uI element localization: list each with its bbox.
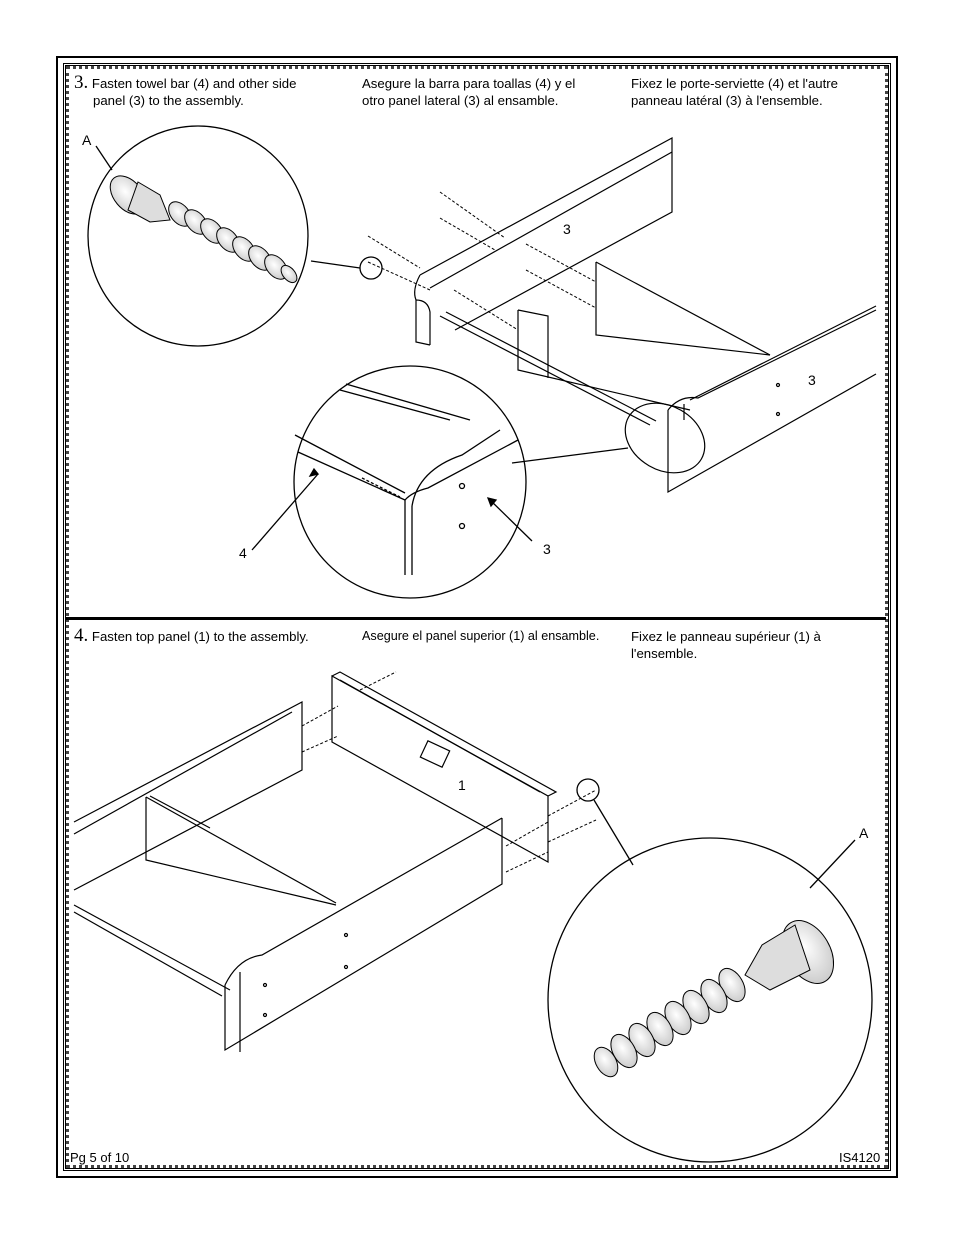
- step4-french: Fixez le panneau supérieur (1) à l'ensem…: [631, 628, 821, 662]
- step3-number: 3.: [74, 72, 89, 93]
- step3-fr-line2: panneau latéral (3) à l'ensemble.: [631, 93, 823, 108]
- step4-english: 4. Fasten top panel (1) to the assembly.: [74, 625, 309, 646]
- step3-part3-label-right: 3: [808, 372, 816, 388]
- page-number: Pg 5 of 10: [70, 1150, 130, 1165]
- step4-part1-label: 1: [458, 777, 466, 793]
- step3-part3-zoom-label: 3: [543, 541, 551, 557]
- step4-screw-closeup-icon: [593, 920, 835, 1078]
- step3-es-line2: otro panel lateral (3) al ensamble.: [362, 93, 559, 108]
- step3-detail-circle-a: [87, 125, 383, 347]
- step4-detail-circle-a: [547, 778, 873, 1163]
- step3-en-line2: panel (3) to the assembly.: [93, 93, 244, 108]
- step4-number: 4.: [74, 625, 89, 646]
- step4-fr-line2: l'ensemble.: [631, 646, 698, 661]
- step4-es-line1: Asegure el panel superior (1) al ensambl…: [362, 629, 600, 643]
- step4-frame-drawing: [73, 671, 558, 1052]
- step3-part4-zoom-label: 4: [239, 545, 247, 561]
- step3-screw-closeup-icon: [109, 175, 298, 284]
- step4-detail-a-label: A: [859, 825, 869, 841]
- step3-es-line1: Asegure la barra para toallas (4) y el: [362, 76, 576, 91]
- step4-spanish: Asegure el panel superior (1) al ensambl…: [362, 628, 599, 645]
- step3-part3-label-top: 3: [563, 221, 571, 237]
- step3-french: Fixez le porte-serviette (4) et l'autre …: [631, 75, 838, 109]
- step4-en-line1: Fasten top panel (1) to the assembly.: [91, 629, 309, 644]
- step3-zoom-circle: [251, 365, 533, 599]
- step3-detail-a-label: A: [82, 132, 92, 148]
- step3-screws-dashed: [367, 191, 597, 331]
- step3-spanish: Asegure la barra para toallas (4) y el o…: [362, 75, 575, 109]
- step3-frame-drawing: [414, 136, 877, 494]
- document-id: IS4120: [839, 1150, 881, 1165]
- step3-en-line1: Fasten towel bar (4) and other side: [91, 76, 297, 91]
- step-divider: [66, 617, 886, 620]
- step3-english: 3. Fasten towel bar (4) and other side p…: [74, 72, 297, 109]
- step4-screws-dashed: [301, 671, 597, 873]
- step4-fr-line1: Fixez le panneau supérieur (1) à: [631, 629, 821, 644]
- step3-fr-line1: Fixez le porte-serviette (4) et l'autre: [631, 76, 839, 91]
